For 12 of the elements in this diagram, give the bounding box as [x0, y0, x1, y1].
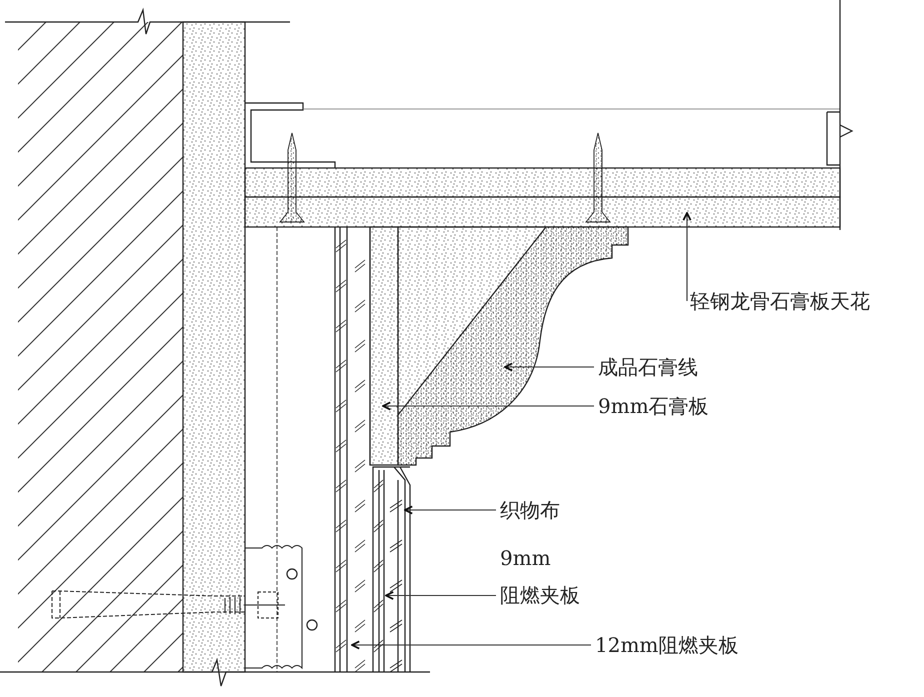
part-label: 9mm石膏板 [598, 393, 709, 419]
leader-line [382, 402, 594, 410]
leader-line [404, 506, 496, 514]
leader-line [682, 212, 692, 302]
part-label: 织物布 [500, 497, 560, 523]
part-label: 12mm阻燃夹板 [595, 632, 738, 658]
leader-line [351, 640, 591, 650]
leader-line [504, 362, 594, 372]
part-label: 轻钢龙骨石膏板天花 [690, 288, 870, 314]
leader-line [385, 591, 496, 600]
part-label: 9mm 阻燃夹板 [500, 540, 592, 614]
part-label: 成品石膏线 [598, 354, 698, 380]
